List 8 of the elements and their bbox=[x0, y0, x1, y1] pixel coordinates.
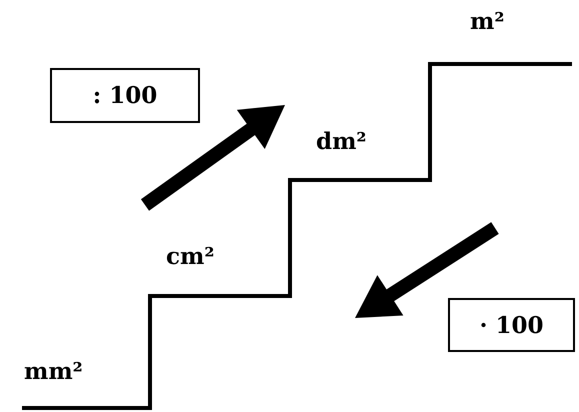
ratio-text: · 100 bbox=[479, 312, 544, 338]
unit-label: cm² bbox=[166, 243, 214, 270]
unit-label: mm² bbox=[24, 358, 83, 385]
ratio-box bbox=[448, 298, 575, 352]
ratio-text: : 100 bbox=[92, 82, 158, 109]
unit-label: dm² bbox=[316, 128, 366, 155]
ratio-box bbox=[50, 68, 200, 123]
unit-label: m² bbox=[470, 8, 504, 35]
